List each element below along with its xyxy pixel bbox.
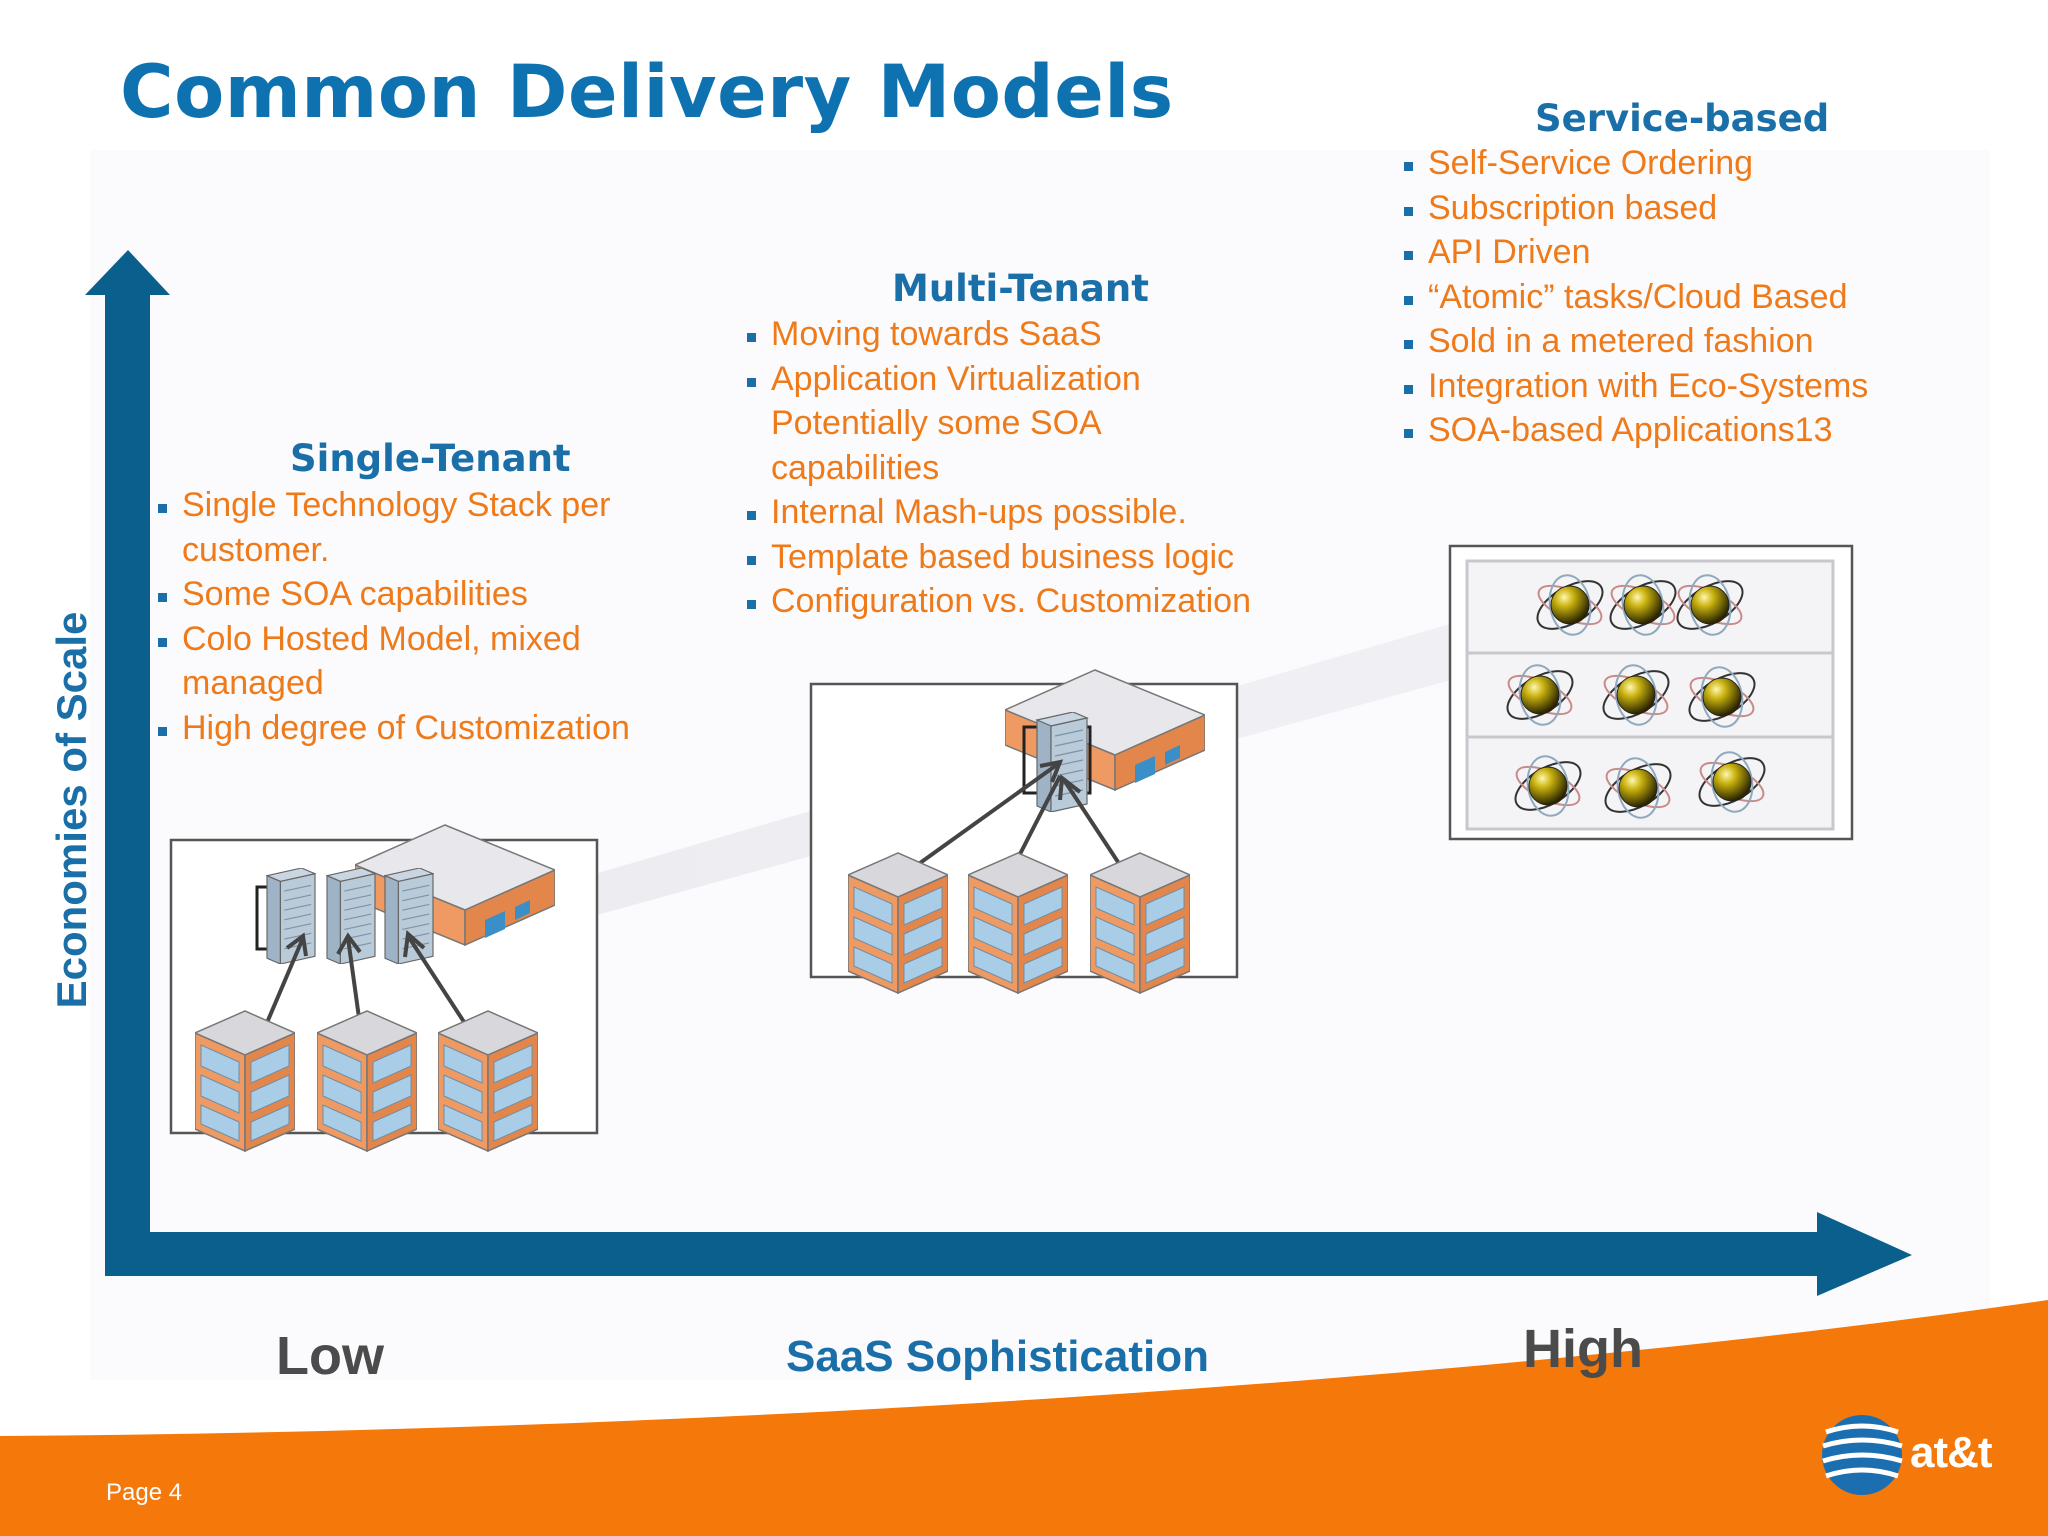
service-based-bullets: Self-Service Ordering Subscription based…	[1402, 141, 2002, 453]
att-logo-text: at&t	[1910, 1428, 1993, 1477]
building-icon	[195, 1010, 295, 1152]
page-number: Page 4	[106, 1479, 183, 1506]
server-icon	[384, 868, 434, 964]
x-axis-low-label: Low	[276, 1326, 384, 1386]
list-item: Template based business logic	[745, 535, 1345, 580]
list-item: Configuration vs. Customization	[745, 579, 1345, 624]
list-item: API Driven	[1402, 230, 2002, 275]
building-icon	[317, 1010, 417, 1152]
building-icon	[438, 1010, 538, 1152]
list-item: High degree of Customization	[156, 706, 716, 751]
slide-title: Common Delivery Models	[120, 50, 1174, 135]
single-tenant-illustration	[169, 824, 599, 1152]
server-icon	[266, 868, 316, 964]
building-icon	[1090, 852, 1190, 994]
single-tenant-heading: Single-Tenant	[290, 437, 571, 480]
list-item: Self-Service Ordering	[1402, 141, 2002, 186]
arrows	[918, 759, 1120, 865]
multi-tenant-illustration	[809, 669, 1239, 994]
building-icon	[848, 852, 948, 994]
multi-tenant-bullets: Moving towards SaaS Application Virtuali…	[745, 312, 1345, 624]
building-icon	[968, 852, 1068, 994]
list-item: Moving towards SaaS	[745, 312, 1345, 357]
service-based-heading: Service-based	[1535, 97, 1830, 140]
list-item: Sold in a metered fashion	[1402, 319, 2002, 364]
multi-tenant-heading: Multi-Tenant	[892, 267, 1149, 310]
x-axis-high-label: High	[1523, 1319, 1643, 1379]
list-item: SOA-based Applications13	[1402, 408, 2002, 453]
arrows	[264, 930, 468, 1027]
footer-band	[0, 1300, 2048, 1536]
x-axis-label: SaaS Sophistication	[786, 1332, 1209, 1381]
list-item: Integration with Eco-Systems	[1402, 364, 2002, 409]
service-based-illustration	[1448, 544, 1854, 841]
y-axis-arrow	[85, 250, 170, 1275]
list-item: Subscription based	[1402, 186, 2002, 231]
list-item: Some SOA capabilities	[156, 572, 716, 617]
att-globe-icon	[1822, 1415, 1903, 1495]
list-item: “Atomic” tasks/Cloud Based	[1402, 275, 2002, 320]
list-item: Internal Mash-ups possible.	[745, 490, 1345, 535]
x-axis-arrow	[105, 1212, 1912, 1296]
